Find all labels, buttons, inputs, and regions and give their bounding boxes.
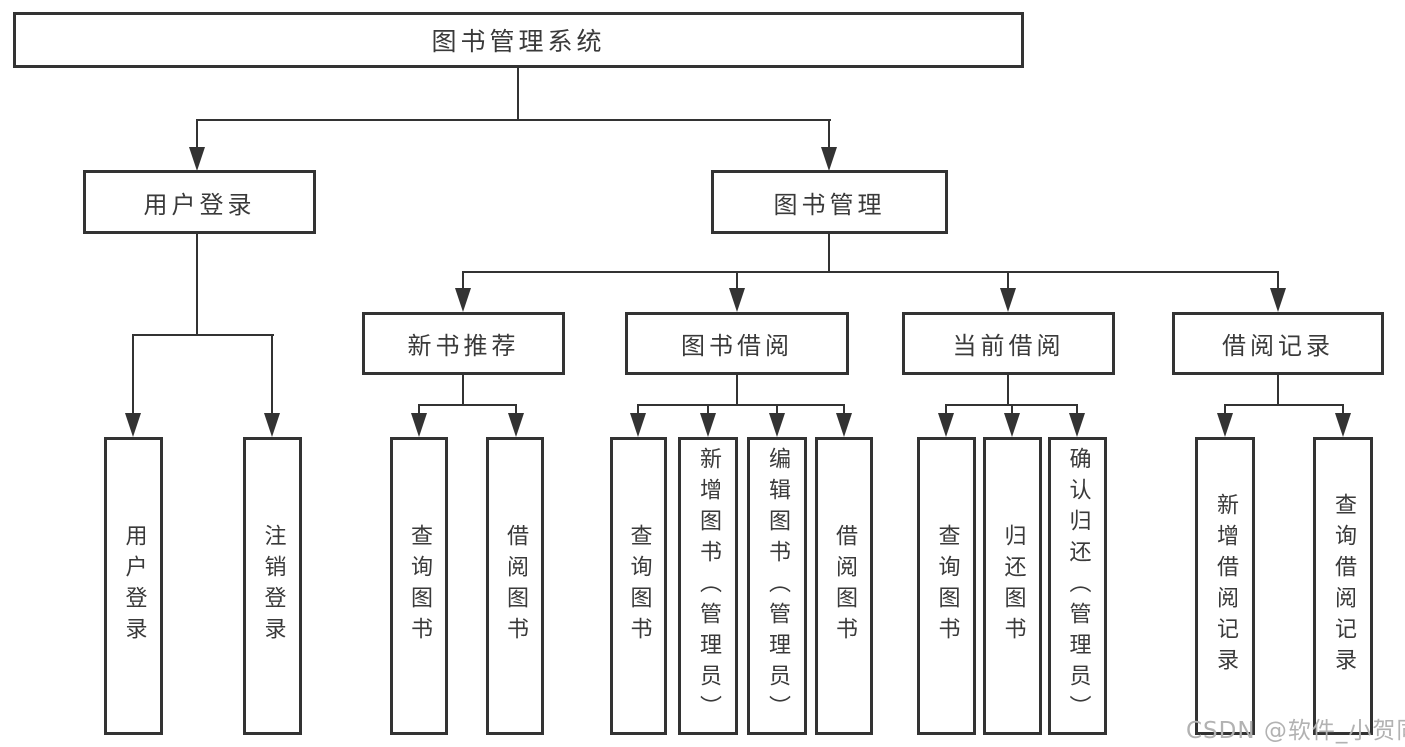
- node-user-login: 用户登录: [83, 170, 316, 234]
- node-label: 借阅图书: [503, 524, 528, 648]
- connector-line: [1007, 375, 1009, 405]
- node-label: 新增借阅记录: [1213, 493, 1238, 679]
- arrowhead-icon: [411, 413, 427, 437]
- node-label: 图书管理: [773, 190, 886, 219]
- node-label: 归还图书: [1000, 524, 1026, 648]
- connector-line: [843, 405, 845, 417]
- arrowhead-icon: [508, 413, 524, 437]
- connector-line: [828, 234, 830, 272]
- connector-line: [1277, 272, 1279, 292]
- arrowhead-icon: [1069, 413, 1085, 437]
- node-root: 图书管理系统: [13, 12, 1024, 68]
- node-label: 注销登录: [260, 524, 286, 648]
- connector-line: [1011, 405, 1013, 417]
- arrowhead-icon: [630, 413, 646, 437]
- node-label: 查询图书: [934, 524, 960, 648]
- connector-line: [637, 404, 845, 406]
- arrowhead-icon: [1335, 413, 1351, 437]
- connector-line: [517, 68, 519, 121]
- connector-line: [132, 335, 134, 417]
- connector-line: [418, 405, 420, 417]
- leaf-add-borrow-record: 新增借阅记录: [1195, 437, 1255, 735]
- leaf-borrow-books-1: 借阅图书: [486, 437, 544, 735]
- node-label: 借阅记录: [1222, 332, 1334, 360]
- connector-line: [462, 271, 1279, 273]
- arrowhead-icon: [769, 413, 785, 437]
- node-book-management: 图书管理: [711, 170, 948, 234]
- node-current-borrow: 当前借阅: [902, 312, 1115, 375]
- node-label: 用户登录: [121, 524, 147, 648]
- node-book-borrow: 图书借阅: [625, 312, 849, 375]
- leaf-edit-book-admin: 编辑图书（管理员）: [747, 437, 807, 735]
- arrowhead-icon: [1270, 288, 1286, 312]
- connector-line: [462, 272, 464, 292]
- node-label: 查询图书: [407, 524, 432, 648]
- leaf-borrow-books-2: 借阅图书: [815, 437, 873, 735]
- arrowhead-icon: [700, 413, 716, 437]
- node-label: 图书管理系统: [431, 27, 606, 56]
- connector-line: [707, 405, 709, 417]
- node-borrow-records: 借阅记录: [1172, 312, 1384, 375]
- node-label: 图书借阅: [681, 332, 793, 360]
- connector-line: [196, 234, 198, 335]
- arrowhead-icon: [938, 413, 954, 437]
- connector-line: [736, 272, 738, 292]
- connector-line: [132, 334, 274, 336]
- arrowhead-icon: [189, 147, 205, 171]
- node-label: 用户登录: [143, 190, 256, 219]
- leaf-query-borrow-record: 查询借阅记录: [1313, 437, 1373, 735]
- connector-line: [637, 405, 639, 417]
- leaf-query-books-1: 查询图书: [390, 437, 448, 735]
- connector-line: [1076, 405, 1078, 417]
- node-label: 确认归还（管理员）: [1065, 446, 1091, 726]
- arrowhead-icon: [125, 413, 141, 437]
- csdn-watermark: CSDN @软件_小贺同学: [1186, 718, 1405, 744]
- node-label: 新书推荐: [407, 332, 520, 360]
- connector-line: [736, 375, 738, 405]
- arrowhead-icon: [821, 147, 837, 171]
- arrowhead-icon: [729, 288, 745, 312]
- node-label: 编辑图书（管理员）: [765, 446, 790, 726]
- arrowhead-icon: [1000, 288, 1016, 312]
- node-label: 借阅图书: [832, 524, 857, 648]
- connector-line: [1007, 272, 1009, 292]
- node-label: 新增图书（管理员）: [696, 446, 721, 726]
- connector-line: [196, 120, 198, 151]
- connector-line: [1277, 375, 1279, 405]
- leaf-query-books-2: 查询图书: [610, 437, 667, 735]
- leaf-add-book-admin: 新增图书（管理员）: [678, 437, 738, 735]
- connector-line: [418, 404, 517, 406]
- connector-line: [271, 335, 273, 417]
- connector-line: [1224, 404, 1344, 406]
- connector-line: [462, 375, 464, 405]
- leaf-logout: 注销登录: [243, 437, 302, 735]
- connector-line: [1224, 405, 1226, 417]
- node-label: 查询图书: [626, 524, 652, 648]
- leaf-return-book: 归还图书: [983, 437, 1042, 735]
- leaf-confirm-return-admin: 确认归还（管理员）: [1048, 437, 1107, 735]
- leaf-query-books-3: 查询图书: [917, 437, 976, 735]
- node-label: 查询借阅记录: [1331, 493, 1356, 679]
- connector-line: [945, 405, 947, 417]
- arrowhead-icon: [836, 413, 852, 437]
- arrowhead-icon: [455, 288, 471, 312]
- arrowhead-icon: [264, 413, 280, 437]
- connector-line: [828, 120, 830, 151]
- connector-line: [196, 119, 831, 121]
- node-new-book-recommend: 新书推荐: [362, 312, 565, 375]
- connector-line: [515, 405, 517, 417]
- arrowhead-icon: [1217, 413, 1233, 437]
- connector-line: [1342, 405, 1344, 417]
- leaf-user-login: 用户登录: [104, 437, 163, 735]
- arrowhead-icon: [1004, 413, 1020, 437]
- node-label: 当前借阅: [952, 332, 1065, 360]
- connector-line: [776, 405, 778, 417]
